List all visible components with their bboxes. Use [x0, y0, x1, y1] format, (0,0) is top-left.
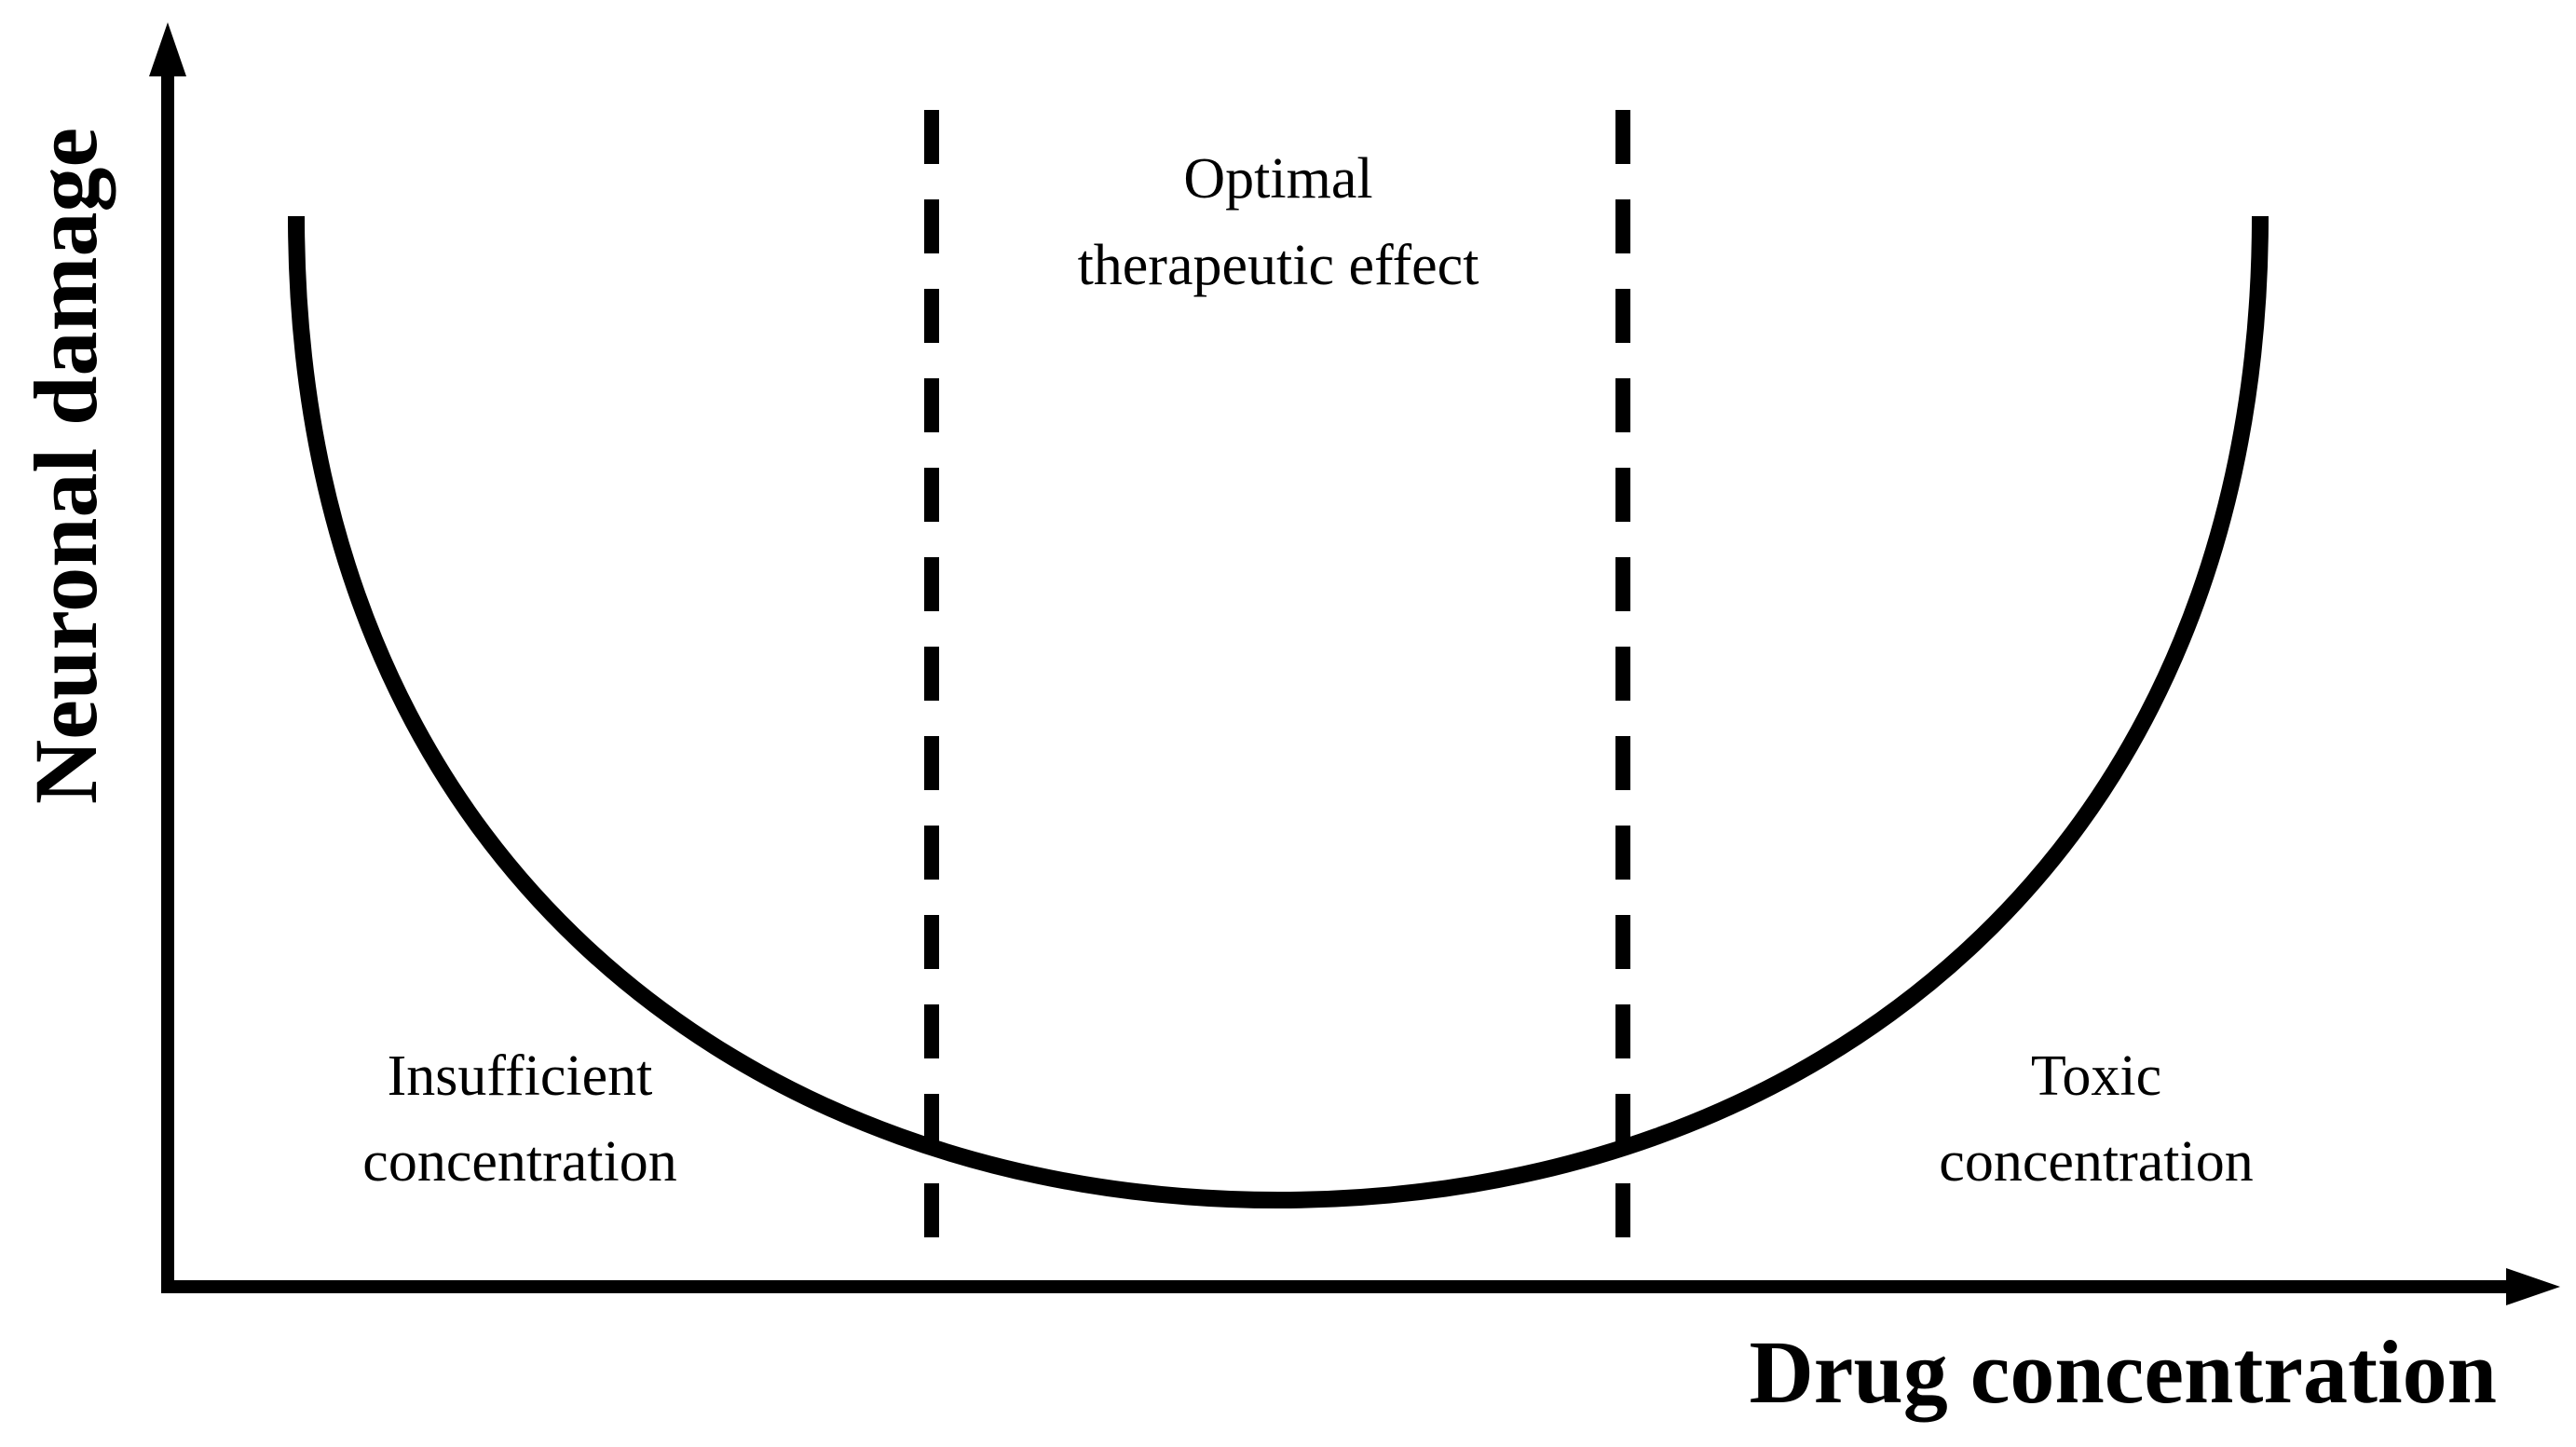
middle-region-label-line1: Optimal: [1183, 147, 1372, 211]
x-axis-arrowhead: [2506, 1268, 2560, 1305]
y-axis-arrowhead: [149, 22, 186, 76]
middle-region-label-line2: therapeutic effect: [1078, 234, 1479, 297]
right-region-label-line1: Toxic: [2031, 1044, 2161, 1108]
left-region-label-line1: Insufficient: [388, 1044, 653, 1108]
x-axis-label: Drug concentration: [1749, 1322, 2497, 1422]
left-region-label-line2: concentration: [362, 1130, 676, 1194]
y-axis-label: Neuronal damage: [16, 128, 116, 804]
u-shaped-curve: [288, 215, 2269, 1209]
right-region-label-line2: concentration: [1939, 1130, 2253, 1194]
